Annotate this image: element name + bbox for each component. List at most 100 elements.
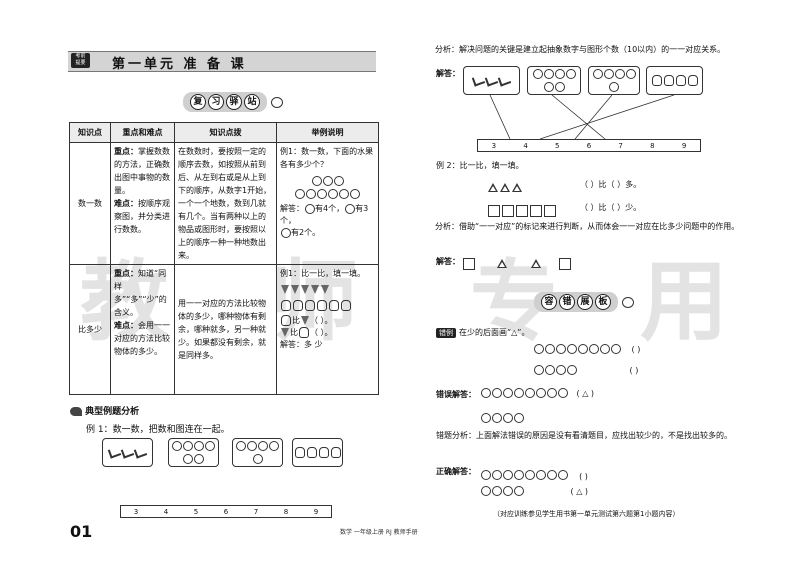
apple-icon <box>172 440 182 451</box>
blank-line-1: （ ）比（ ）多。 <box>580 180 642 189</box>
number-label: 7 <box>253 507 259 516</box>
peach-icon <box>328 188 338 199</box>
blank-line-2: （ ）比（ ）少。 <box>580 203 642 212</box>
blank-paren: ( ) <box>579 472 588 481</box>
hard-label: 难点： <box>114 199 138 208</box>
apple-icon <box>543 82 554 93</box>
topic-cell: 数一数 <box>69 142 111 265</box>
compare-word: 比 <box>292 316 300 325</box>
apple-icon <box>532 68 543 79</box>
table-header-row: 知识点 重点和难点 知识点拨 举例说明 <box>69 122 379 143</box>
triangle-icon <box>497 259 508 268</box>
apple-icon <box>544 344 555 354</box>
apple-icon <box>599 344 610 354</box>
peach-icon <box>502 486 513 496</box>
square-icon <box>530 204 542 217</box>
answer2-shapes <box>462 253 572 272</box>
triangle-icon <box>531 259 542 268</box>
circle-icon <box>252 454 263 465</box>
apple-row: ( ) <box>533 344 640 354</box>
wrong-mark: ( △ ) <box>576 388 595 398</box>
circle-icon <box>614 68 625 79</box>
bird-icon <box>484 74 499 87</box>
rabbit-icon <box>675 75 686 86</box>
peach-icon <box>555 365 566 375</box>
picture-box <box>646 66 703 95</box>
title-char: 驿 <box>226 94 242 110</box>
example1-question: 例 1：数一数，把数和图连在一起。 <box>86 425 230 435</box>
circle-icon <box>603 68 614 79</box>
title-char: 错 <box>559 294 575 310</box>
title-char: 站 <box>244 94 260 110</box>
example-cell: 例1：比一比，填一填。 比（ ）。 比（ ）。 解答：多 少 <box>276 264 379 395</box>
picture-box <box>588 66 640 95</box>
example-question: 例1：比一比，填一填。 <box>280 269 366 278</box>
apple-icon <box>513 388 524 398</box>
apple-icon <box>480 469 491 480</box>
circle-icon <box>258 440 268 451</box>
knowledge-table: 知识点 重点和难点 知识点拨 举例说明 数一数 重点：掌握数数的方法，正确数出图… <box>69 122 379 395</box>
answer-text: 有2个。 <box>291 228 321 237</box>
snail-icon <box>271 96 283 108</box>
rabbit-icon <box>329 300 339 311</box>
apple-icon <box>194 454 204 465</box>
number-strip: 3 4 5 6 7 8 9 <box>477 139 701 152</box>
error-question: 错例在少的后面画“△”。 <box>436 327 529 338</box>
column-header: 举例说明 <box>276 122 379 143</box>
carrot-icon <box>281 328 289 337</box>
carrot-icon <box>311 285 319 294</box>
rabbit-icon <box>281 300 291 311</box>
apple-icon <box>557 388 568 398</box>
watermark-char: 用 <box>640 250 729 353</box>
rabbit-icon <box>306 447 317 458</box>
apple-icon <box>333 175 344 186</box>
right-mark: ( △ ) <box>570 486 589 496</box>
right-answer-label: 正确解答： <box>436 467 476 476</box>
apple-icon <box>555 344 566 354</box>
number-strip: 3 4 5 6 7 8 9 <box>120 505 332 518</box>
rabbit-icon <box>687 75 698 86</box>
unit-title: 第一单元 准 备 课 <box>112 57 247 72</box>
triangle-row <box>487 177 523 196</box>
topic-cell: 比多少 <box>69 264 111 395</box>
apple-icon <box>524 469 535 480</box>
bird-icon <box>497 74 512 87</box>
analysis-2: 分析：借助“一一对应”的标记来进行判断，从而体会一一对应在比多少问题中的作用。 <box>435 222 740 231</box>
carrot-icon <box>301 316 309 325</box>
peach-icon <box>480 486 491 496</box>
tip-cell: 在数数时，要按照一定的顺序去数，如按照从前到后、从左到右或是从上到下的顺序，从数… <box>174 142 277 265</box>
bird-icon <box>133 446 148 459</box>
peach-icon <box>566 365 577 375</box>
square-icon <box>488 204 500 217</box>
table-row: 数一数 重点：掌握数数的方法，正确数出图中事物的数量。 难点：按顺序观察图，并分… <box>69 142 379 265</box>
answer-text: 有4个， <box>315 204 345 213</box>
example-answer: 解答：多 少 <box>280 340 323 349</box>
apple-icon <box>533 344 544 354</box>
rabbit-icon <box>281 315 291 326</box>
apple-icon <box>535 388 546 398</box>
hard-text: 会用一一对应的方法比较物体的多少。 <box>114 321 170 356</box>
wrong-answer-row2 <box>480 407 524 426</box>
number-label: 5 <box>555 141 560 150</box>
square-icon <box>559 257 572 270</box>
pear-icon <box>344 203 355 214</box>
circle-icon <box>247 440 257 451</box>
carrot-row <box>280 283 375 296</box>
number-label: 4 <box>163 507 169 516</box>
number-label: 9 <box>313 507 319 516</box>
circle-icon <box>269 440 279 451</box>
wrong-answer-label: 错误解答： <box>436 390 476 399</box>
rabbit-icon <box>651 75 662 86</box>
carrot-icon <box>321 285 329 294</box>
fruit-picture <box>280 174 375 200</box>
apple-icon <box>183 454 193 465</box>
wrong-answer-row1: ( △ ) <box>480 388 594 398</box>
peach-icon <box>350 188 360 199</box>
triangle-icon <box>500 183 510 192</box>
apple-icon <box>502 469 513 480</box>
keypoint-cell: 重点：掌握数数的方法，正确数出图中事物的数量。 难点：按顺序观察图，并分类进行数… <box>110 142 175 265</box>
error-tag: 错例 <box>436 328 456 338</box>
square-icon <box>502 204 514 217</box>
circle-icon <box>609 82 619 93</box>
rabbit-icon <box>318 447 329 458</box>
